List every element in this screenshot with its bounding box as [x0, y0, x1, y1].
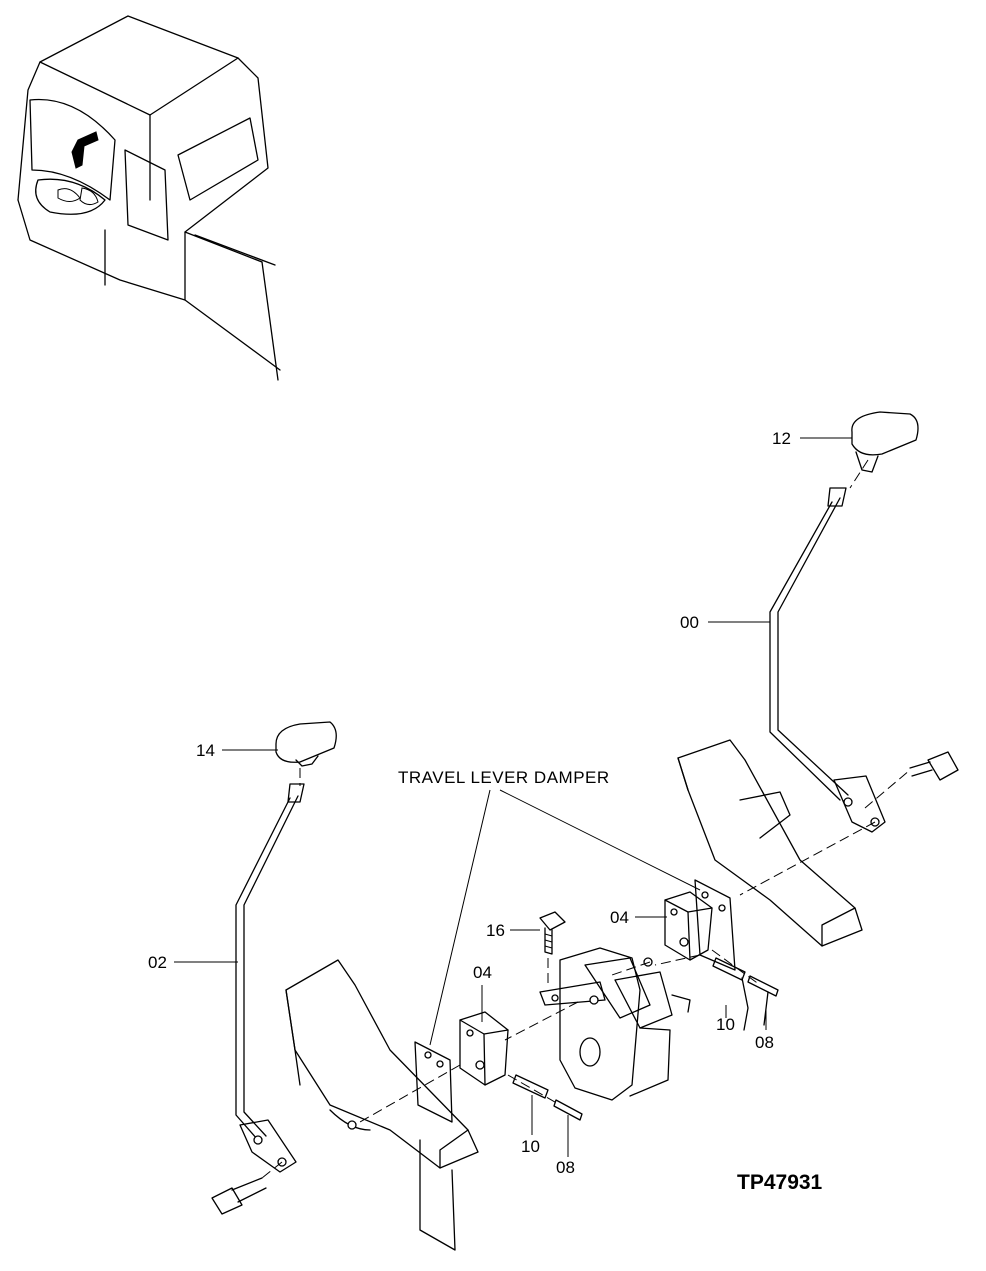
grip-right	[851, 411, 919, 473]
damper-block-right	[664, 891, 713, 961]
travel-lever-right	[769, 487, 886, 833]
spacer-right	[712, 957, 749, 1031]
callout-damper-left: 04	[473, 963, 492, 982]
bracket-left	[414, 1041, 453, 1123]
bolt-damper	[539, 911, 566, 955]
spacer-left	[512, 1074, 549, 1099]
callout-spacer-left: 10	[521, 1137, 540, 1156]
travel-pedal-right	[677, 739, 863, 947]
callout-damper-right: 04	[610, 908, 629, 927]
callout-grip-left: 14	[196, 741, 215, 760]
callout-grip-right: 12	[772, 429, 791, 448]
callout-pin-right: 08	[755, 1033, 774, 1052]
pin-left	[553, 1099, 583, 1121]
callout-spacer-right: 10	[716, 1015, 735, 1034]
travel-lever-left	[235, 783, 305, 1173]
callout-lever-right: 00	[680, 613, 699, 632]
callout-pin-left: 08	[556, 1158, 575, 1177]
grip-left	[275, 721, 337, 767]
callout-lever-left: 02	[148, 953, 167, 972]
bracket-right	[694, 879, 736, 971]
cab-locator-view	[17, 15, 281, 381]
leader-lines	[174, 437, 852, 1157]
pin-right	[747, 975, 779, 1026]
bolt-right	[909, 751, 959, 781]
travel-pedal-left	[285, 959, 479, 1251]
damper-body	[539, 947, 691, 1101]
bolt-left	[211, 1177, 267, 1215]
assembly-lines	[261, 459, 911, 1179]
document-id: TP47931	[737, 1171, 823, 1194]
group-label-travel-lever-damper: TRAVEL LEVER DAMPER	[398, 768, 610, 787]
callout-bolt: 16	[486, 921, 505, 940]
damper-block-left	[459, 1011, 509, 1086]
